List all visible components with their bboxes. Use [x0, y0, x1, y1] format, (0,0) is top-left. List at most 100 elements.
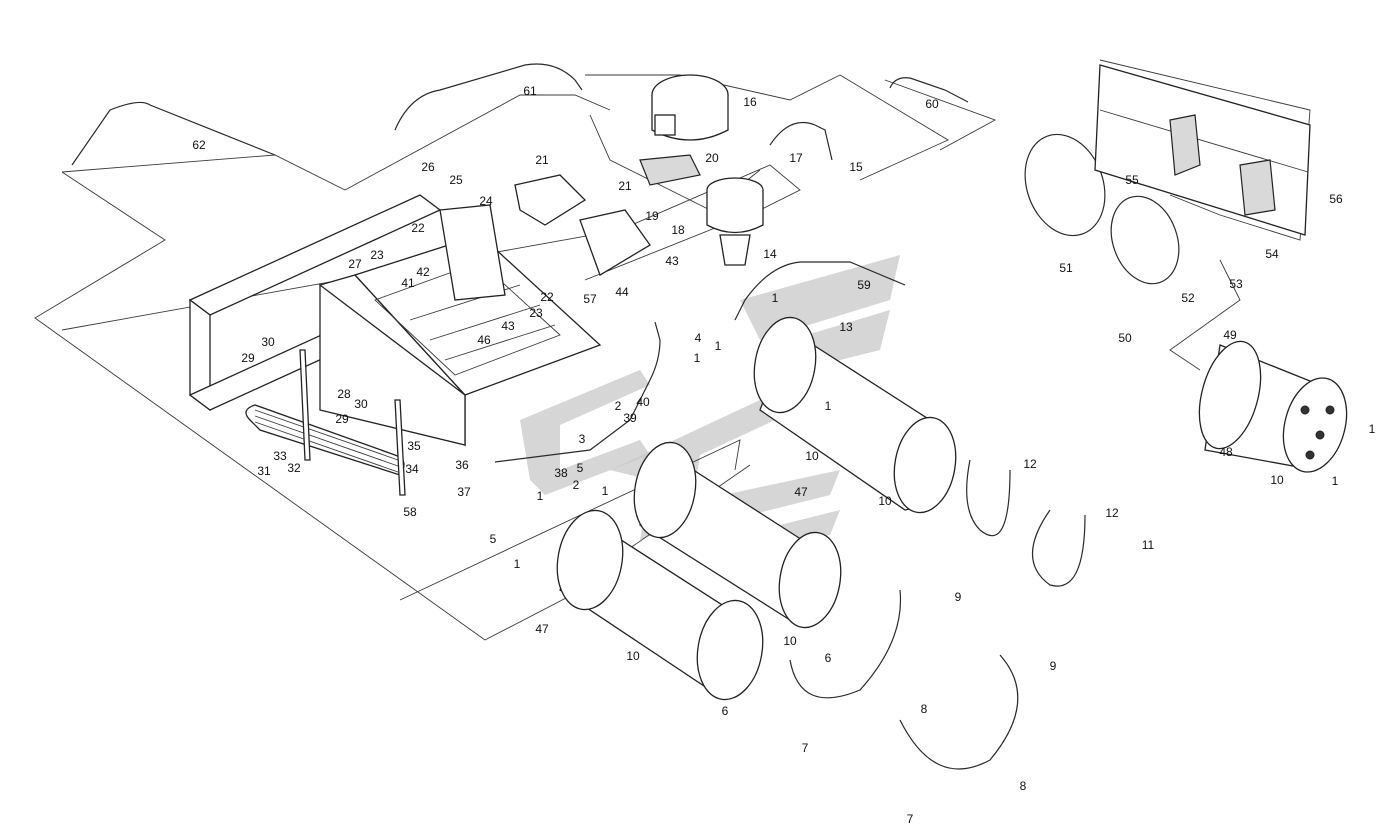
- callout-2-2: 2: [573, 478, 580, 492]
- callout-60: 60: [925, 97, 939, 111]
- pipe-60: [889, 77, 969, 103]
- callout-41: 41: [401, 276, 415, 290]
- callout-39: 39: [623, 411, 637, 425]
- callout-40: 40: [636, 395, 650, 409]
- pipe-59: [734, 261, 906, 321]
- step-assembly: [245, 349, 406, 496]
- pipe-57: [494, 321, 661, 463]
- callout-8-2: 8: [1020, 779, 1027, 793]
- callout-59: 59: [857, 278, 871, 292]
- callout-36: 36: [455, 458, 469, 472]
- callout-34: 34: [405, 462, 419, 476]
- callout-labels: 1111111112234556677889910101010101112121…: [192, 84, 1375, 826]
- callout-46: 46: [477, 333, 491, 347]
- callout-7-1: 7: [802, 741, 809, 755]
- chassis-rail-segment: [1094, 64, 1311, 236]
- callout-49: 49: [1223, 328, 1237, 342]
- callout-12-2: 12: [1105, 506, 1119, 520]
- callout-47-2: 47: [535, 622, 549, 636]
- callout-47-1: 47: [794, 485, 808, 499]
- callout-21-1: 21: [535, 153, 549, 167]
- callout-1-7: 1: [514, 557, 521, 571]
- callout-1-4: 1: [825, 399, 832, 413]
- callout-35: 35: [407, 439, 421, 453]
- pipes: [71, 63, 969, 463]
- callout-52: 52: [1181, 291, 1195, 305]
- callout-9-2: 9: [1050, 659, 1057, 673]
- callout-48: 48: [1219, 445, 1233, 459]
- callout-30-1: 30: [261, 335, 275, 349]
- callout-17: 17: [789, 151, 803, 165]
- callout-11: 11: [1142, 538, 1155, 552]
- callout-1-2: 1: [715, 339, 722, 353]
- callout-10-4: 10: [626, 649, 640, 663]
- callout-13: 13: [839, 320, 853, 334]
- callout-6-2: 6: [722, 704, 729, 718]
- callout-29-1: 29: [241, 351, 255, 365]
- callout-44: 44: [615, 285, 629, 299]
- callout-24: 24: [479, 194, 493, 208]
- callout-1-3: 1: [694, 351, 701, 365]
- callout-1-8: 1: [1332, 474, 1339, 488]
- callout-10-3: 10: [783, 634, 797, 648]
- pipe-15: [769, 121, 833, 161]
- pipe-61: [394, 63, 583, 131]
- callout-57: 57: [583, 292, 597, 306]
- callout-10-1: 10: [805, 449, 819, 463]
- callout-5-2: 5: [490, 532, 497, 546]
- air-tanks: [556, 316, 1348, 701]
- callout-38: 38: [554, 466, 568, 480]
- callout-58: 58: [403, 505, 417, 519]
- callout-22-1: 22: [411, 221, 425, 235]
- callout-29-2: 29: [335, 412, 349, 426]
- pipe-62: [71, 101, 276, 166]
- callout-21-2: 21: [618, 179, 632, 193]
- callout-43-1: 43: [665, 254, 679, 268]
- callout-61: 61: [523, 84, 537, 98]
- callout-20: 20: [705, 151, 719, 165]
- callout-3: 3: [579, 432, 586, 446]
- callout-16: 16: [743, 95, 757, 109]
- callout-2-1: 2: [615, 399, 622, 413]
- callout-62: 62: [192, 138, 206, 152]
- callout-50: 50: [1118, 331, 1132, 345]
- valve-components: [514, 74, 764, 276]
- callout-18: 18: [671, 223, 685, 237]
- callout-23-2: 23: [529, 306, 543, 320]
- callout-32: 32: [287, 461, 301, 475]
- callout-6-1: 6: [825, 651, 832, 665]
- callout-26: 26: [421, 160, 435, 174]
- callout-15: 15: [849, 160, 863, 174]
- battery-box-bracket: [318, 204, 602, 447]
- callout-10-5: 10: [1270, 473, 1284, 487]
- callout-1-1: 1: [772, 291, 779, 305]
- callout-14: 14: [763, 247, 777, 261]
- callout-33: 33: [273, 449, 287, 463]
- callout-51: 51: [1059, 261, 1073, 275]
- callout-1-6: 1: [537, 489, 544, 503]
- callout-23-1: 23: [370, 248, 384, 262]
- callout-7-2: 7: [907, 812, 914, 826]
- callout-25: 25: [449, 173, 463, 187]
- callout-56: 56: [1329, 192, 1343, 206]
- callout-53: 53: [1229, 277, 1243, 291]
- callout-27: 27: [348, 257, 362, 271]
- callout-8-1: 8: [921, 702, 928, 716]
- callout-10-2: 10: [878, 494, 892, 508]
- callout-42: 42: [416, 265, 430, 279]
- callout-54: 54: [1265, 247, 1279, 261]
- callout-5-1: 5: [577, 461, 584, 475]
- callout-28: 28: [337, 387, 351, 401]
- callout-9-1: 9: [955, 590, 962, 604]
- callout-43-2: 43: [501, 319, 515, 333]
- callout-1-9: 1: [1369, 422, 1376, 436]
- callout-19: 19: [645, 209, 659, 223]
- callout-22-2: 22: [540, 290, 554, 304]
- callout-12-1: 12: [1023, 457, 1037, 471]
- callout-31: 31: [257, 464, 271, 478]
- callout-1-5: 1: [602, 484, 609, 498]
- callout-55: 55: [1125, 173, 1139, 187]
- callout-30-2: 30: [354, 397, 368, 411]
